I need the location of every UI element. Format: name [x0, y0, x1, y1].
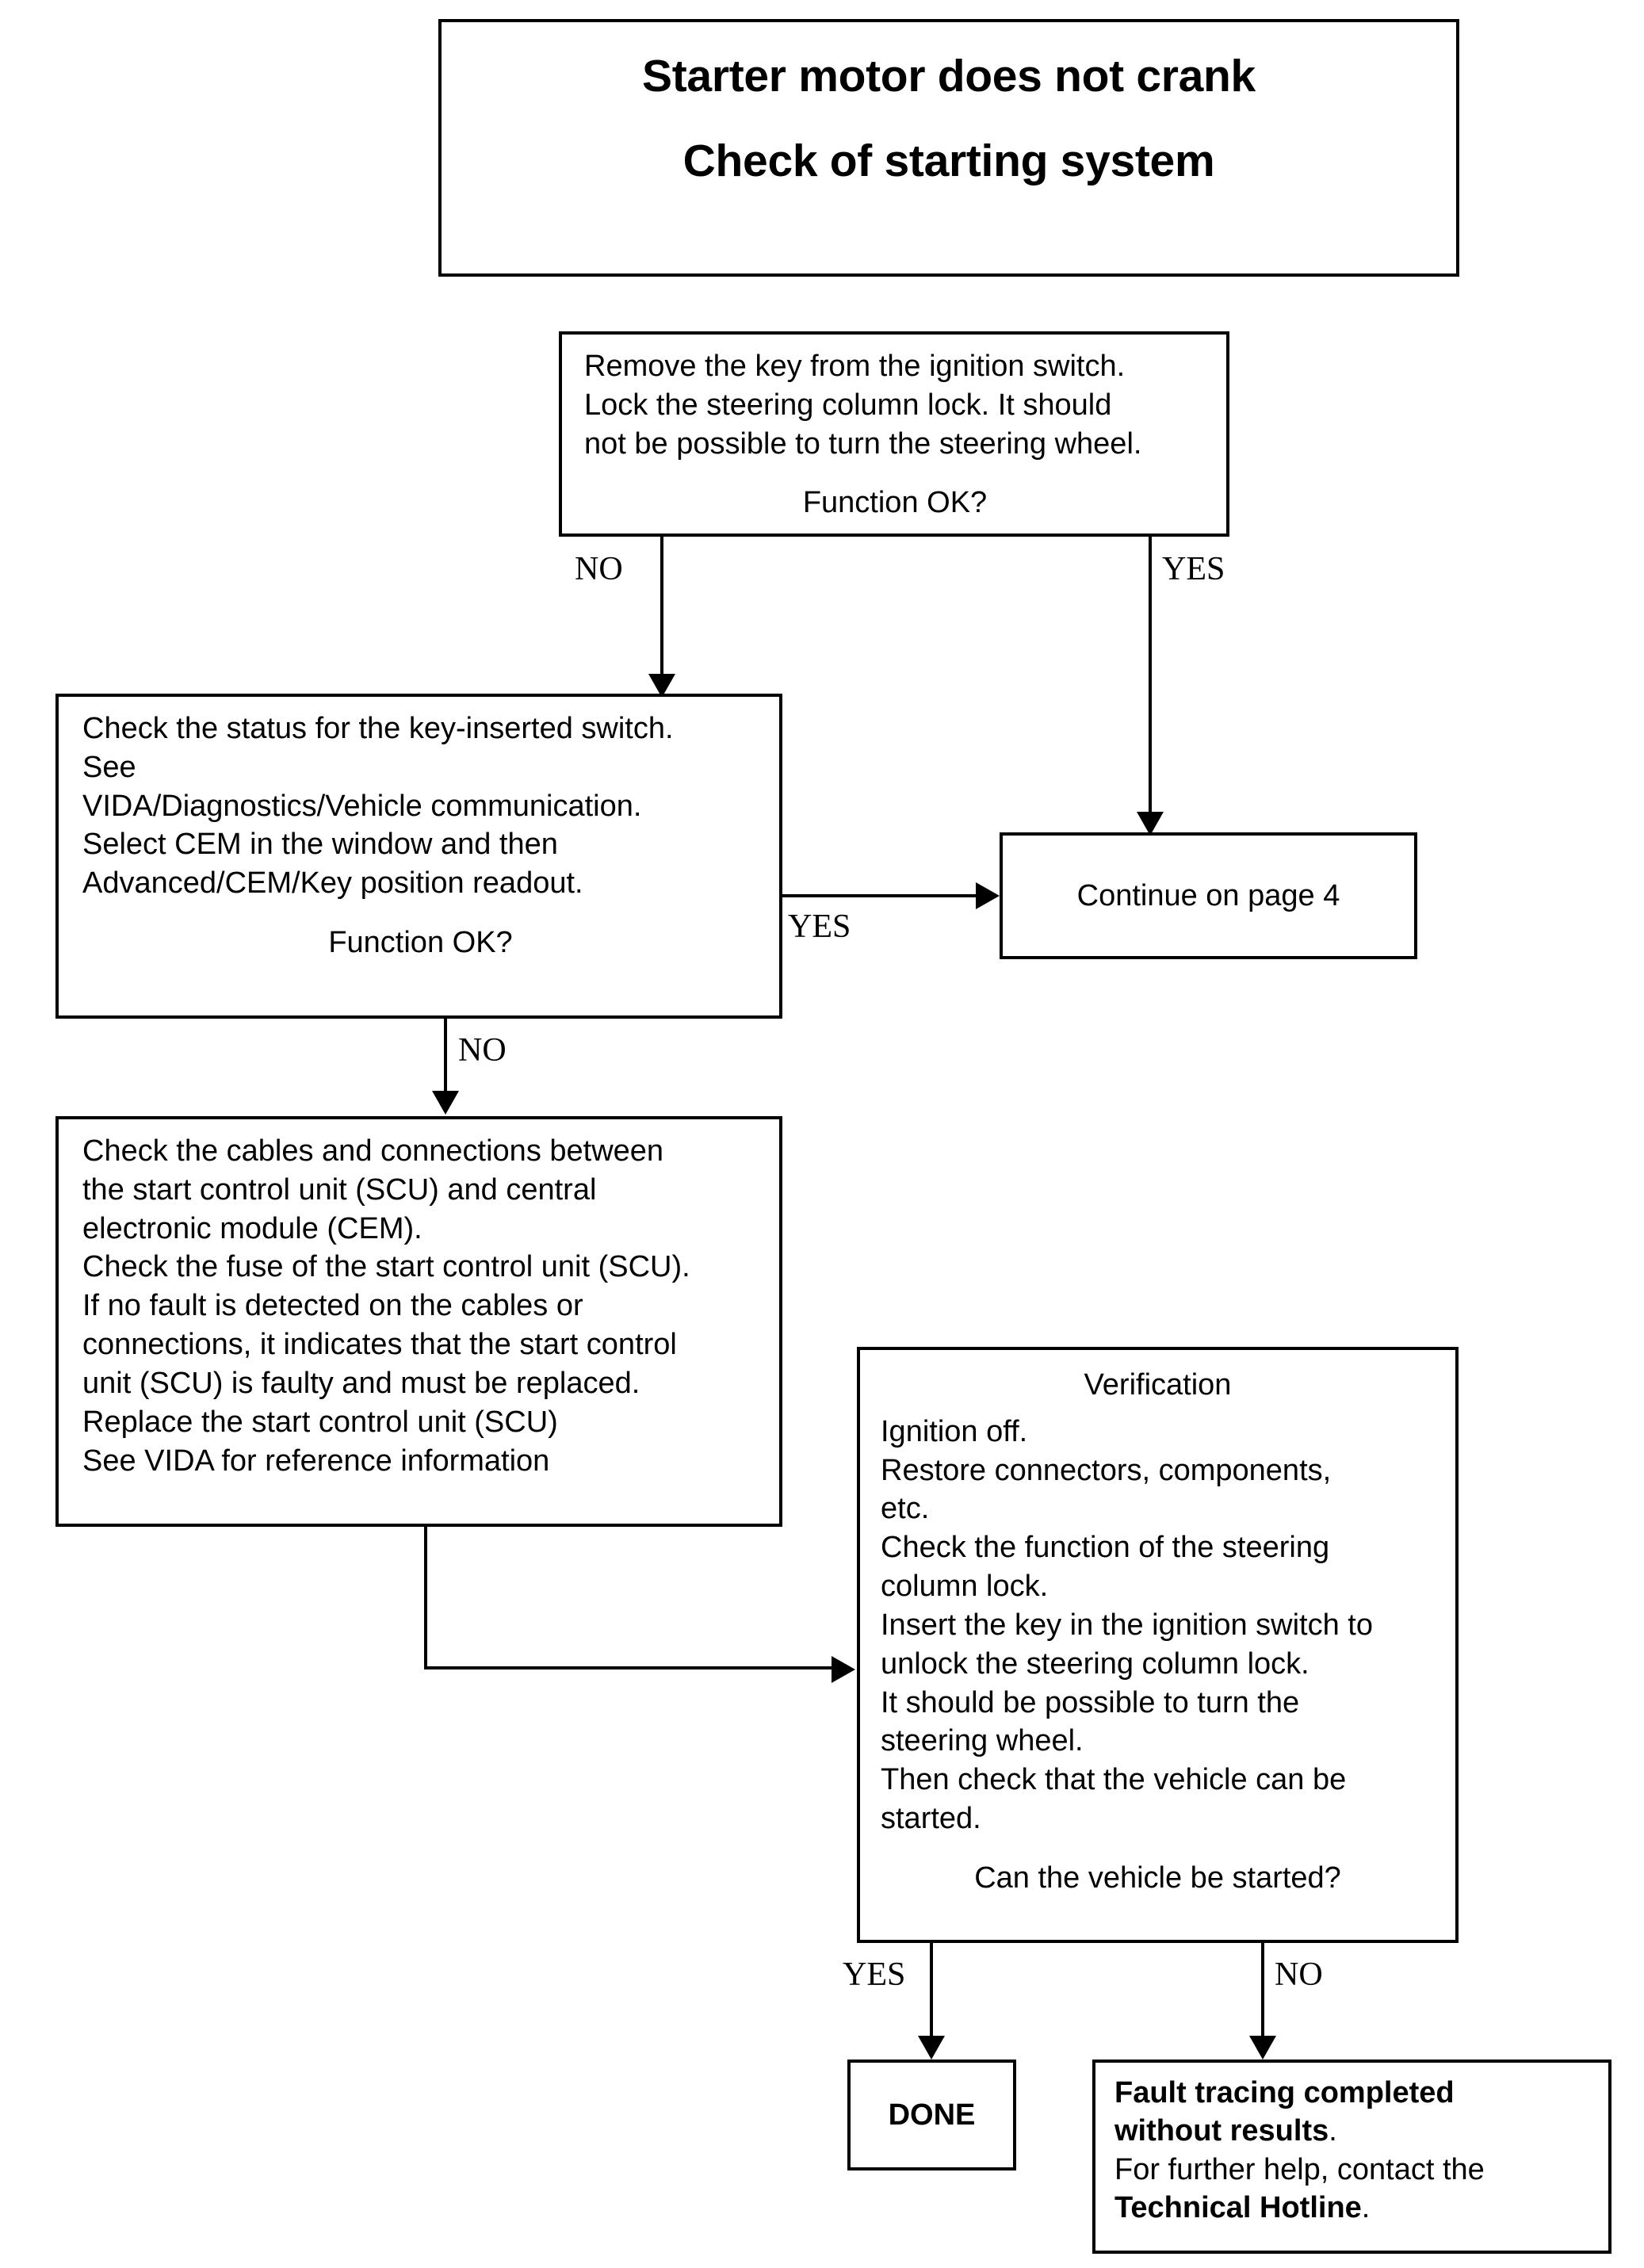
step-check-lock-body: Remove the key from the ignition switch.… — [584, 350, 1142, 461]
connector-cables-to-verification-vline — [424, 1527, 427, 1669]
step-check-cables-and-scu: Check the cables and connections between… — [55, 1116, 782, 1527]
fault-technical-hotline: Technical Hotline — [1114, 2190, 1362, 2224]
terminal-fault-tracing-completed: Fault tracing completed without results.… — [1092, 2060, 1612, 2254]
step-check-lock-question: Function OK? — [802, 486, 988, 520]
edge-label-check-lock-yes: YES — [1162, 551, 1225, 587]
title-box: Starter motor does not crank Check of st… — [438, 19, 1459, 277]
step-check-steering-column-lock: Remove the key from the ignition switch.… — [559, 331, 1229, 537]
connector-check-lock-no-line — [660, 537, 663, 681]
step-key-switch-body: Check the status for the key-inserted sw… — [82, 712, 674, 901]
connector-verification-yes-arrowhead — [918, 2036, 945, 2060]
step-verification: Verification Ignition off. Restore conne… — [857, 1347, 1459, 1943]
done-label: DONE — [888, 2098, 976, 2132]
connector-cables-to-verification-hline — [424, 1666, 832, 1669]
step-check-lock-content: Remove the key from the ignition switch.… — [562, 335, 1226, 522]
connector-key-switch-yes-line — [782, 894, 984, 897]
continue-on-page-label: Continue on page 4 — [1076, 878, 1340, 912]
verification-content: Ignition off. Restore connectors, compon… — [860, 1413, 1455, 1898]
fault-content: Fault tracing completed without results.… — [1095, 2063, 1608, 2227]
connector-verification-yes-line — [930, 1943, 933, 2038]
connector-key-switch-no-line — [444, 1019, 447, 1094]
fault-normal-line: For further help, contact the — [1114, 2152, 1485, 2186]
edge-label-key-switch-yes: YES — [788, 908, 851, 945]
step-key-switch-content: Check the status for the key-inserted sw… — [59, 697, 779, 962]
terminal-done: DONE — [847, 2060, 1016, 2170]
connector-verification-no-line — [1261, 1943, 1264, 2038]
step-cables-body: Check the cables and connections between… — [82, 1134, 690, 1478]
connector-check-lock-yes-arrowhead — [1137, 812, 1164, 836]
fault-period-1: . — [1329, 2114, 1337, 2148]
title-line-secondary: Check of starting system — [682, 136, 1215, 186]
edge-label-key-switch-no: NO — [458, 1032, 507, 1069]
verification-question: Can the vehicle be started? — [974, 1861, 1341, 1895]
step-cables-content: Check the cables and connections between… — [59, 1119, 779, 1480]
connector-key-switch-yes-arrowhead — [976, 882, 1000, 909]
verification-body: Ignition off. Restore connectors, compon… — [881, 1414, 1373, 1836]
edge-label-verification-yes: YES — [843, 1956, 906, 1993]
fault-period-2: . — [1361, 2190, 1371, 2224]
step-check-key-inserted-switch: Check the status for the key-inserted sw… — [55, 694, 782, 1019]
terminal-continue-on-page-4: Continue on page 4 — [1000, 832, 1417, 959]
fault-bold-line-1: Fault tracing completed — [1114, 2076, 1455, 2109]
edge-label-check-lock-no: NO — [575, 551, 623, 587]
step-key-switch-question: Function OK? — [328, 926, 513, 960]
fault-bold-line-2: without results — [1114, 2114, 1329, 2148]
connector-verification-no-arrowhead — [1249, 2036, 1276, 2060]
verification-heading: Verification — [1084, 1368, 1232, 1402]
connector-check-lock-yes-line — [1149, 537, 1152, 820]
connector-cables-to-verification-arrowhead — [832, 1656, 855, 1683]
title-line-primary: Starter motor does not crank — [642, 51, 1256, 101]
connector-key-switch-no-arrowhead — [432, 1091, 459, 1115]
edge-label-verification-no: NO — [1275, 1956, 1323, 1993]
fault-text-block: Fault tracing completed without results.… — [1114, 2074, 1588, 2227]
